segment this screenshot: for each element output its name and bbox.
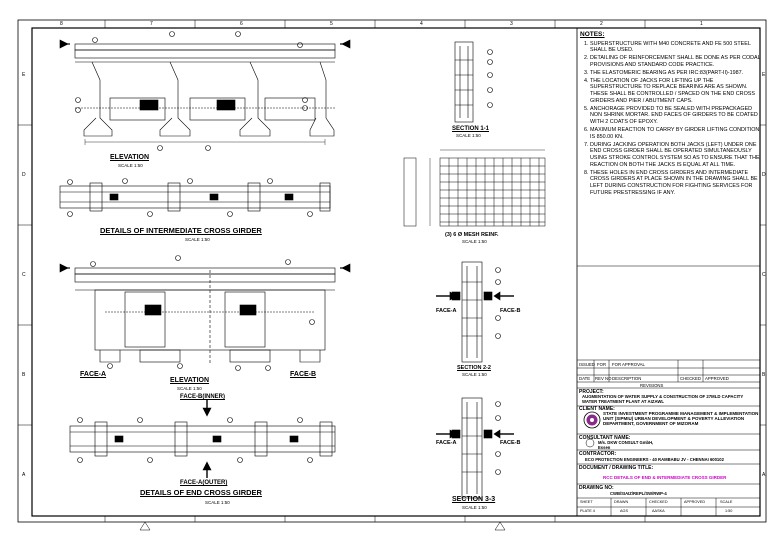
face-a-left-label: FACE-A	[80, 371, 107, 378]
issued-for: FOR APPROVAL	[612, 362, 645, 367]
grid-number: 2	[600, 21, 603, 27]
face-b-inner-label: FACE-B(INNER)	[180, 394, 225, 400]
client-label: CLIENT NAME:	[579, 406, 615, 412]
note-item: MAXIMUM REACTION TO CARRY BY GIRDER LIFT…	[590, 127, 762, 140]
section-3-face-b: FACE-B	[500, 440, 521, 446]
contractor-text: ECO PROTECTION ENGINEERS - 40 RAMBABU JV…	[585, 457, 724, 462]
section-2-2-scale: SCALE 1:50	[462, 372, 487, 377]
note-item: DETAILING OF REINFORCEMENT SHALL BE DONE…	[590, 55, 762, 68]
notes-heading: NOTES:	[580, 31, 605, 38]
grid-letter: E	[762, 72, 766, 78]
rev-row-label-for: FOR	[597, 362, 607, 367]
rev-header-description: DESCRIPTION	[612, 376, 642, 381]
section-1-1-title: SECTION 1-1	[452, 126, 490, 132]
note-item: THESE HOLES IN END CROSS GIRDERS AND INT…	[590, 170, 762, 197]
drawing-no-label: DRAWING NO:	[579, 485, 614, 491]
rev-header-date: DATE	[579, 376, 591, 381]
grid-letter: A	[762, 472, 766, 478]
client-logo	[583, 411, 601, 429]
footer-value-checked: AASKA	[652, 509, 665, 513]
project-text: AUGMENTATION OF WATER SUPPLY & CONSTRUCT…	[582, 394, 744, 404]
section-1-1-scale: SCALE 1:50	[456, 133, 481, 138]
footer-value-scale: 1:50	[725, 509, 733, 513]
end-cross-girder-scale: SCALE 1:50	[205, 500, 230, 505]
footer-header-checked: CHECKED	[649, 500, 668, 504]
elevation-bottom-scale: SCALE 1:50	[177, 386, 202, 391]
section-1-1	[454, 41, 493, 123]
grid-number: 5	[330, 21, 333, 27]
note-item: THE LOCATION OF JACKS FOR LIFTING UP THE…	[590, 78, 762, 105]
intermediate-cross-girder-scale: SCALE 1:50	[185, 237, 210, 242]
intermediate-cross-girder-title: DETAILS OF INTERMEDIATE CROSS GIRDER	[100, 226, 262, 235]
rev-header-approved: APPROVED	[705, 376, 729, 381]
document-title: RCC DETAILS OF END & INTERMEDIATE CROSS …	[603, 475, 727, 480]
section-3-3	[436, 397, 514, 499]
notes-list: SUPERSTRUCTURE WITH M40 CONCRETE AND FE …	[580, 41, 762, 197]
grid-letter: B	[22, 372, 26, 378]
grid-number: 8	[60, 21, 63, 27]
mesh-title: (3) 6 Ø MESH REINF.	[445, 232, 499, 238]
contractor-label: CONTRACTOR:	[579, 451, 617, 457]
section-2-face-b: FACE-B	[500, 308, 521, 314]
face-b-right-label: FACE-B	[290, 371, 317, 378]
grid-letter: E	[22, 72, 26, 78]
general-notes: NOTES: SUPERSTRUCTURE WITH M40 CONCRETE …	[580, 31, 762, 198]
grid-number: 6	[240, 21, 243, 27]
elevation-top-scale: SCALE 1:50	[118, 163, 143, 168]
grid-number: 4	[420, 21, 423, 27]
section-3-3-scale: SCALE 1:50	[462, 505, 487, 510]
top-elevation-view	[59, 31, 351, 151]
consultant-label: CONSULTANT NAME:	[579, 435, 631, 441]
revisions-label: REVISIONS	[640, 383, 664, 388]
project-label: PROJECT:	[579, 389, 604, 395]
section-3-3-title: SECTION 3-3	[452, 496, 496, 503]
grid-letter: D	[762, 172, 766, 178]
section-2-2-title: SECTION 2-2	[457, 365, 491, 371]
footer-header-approved: APPROVED	[684, 500, 706, 504]
grid-letter: C	[22, 272, 26, 278]
document-title-label: DOCUMENT / DRAWING TITLE:	[579, 465, 654, 471]
grid-letter: D	[22, 172, 26, 178]
section-2-2	[436, 261, 514, 363]
consultant-text: M/s. DKW CONSULT GmbH, Essen	[598, 440, 654, 450]
note-item: DURING JACKING OPERATION BOTH JACKS (LEF…	[590, 142, 762, 169]
rev-row-label-issued: ISSUED	[579, 362, 595, 367]
grid-letter: A	[22, 472, 26, 478]
end-cross-girder-detail	[69, 400, 336, 478]
title-block-grid	[577, 360, 760, 516]
footer-value-sheet: PLATE 4	[580, 509, 595, 513]
mesh-reinforcement	[403, 149, 546, 227]
client-text: STATE INVESTMENT PROGRAMME MANAGEMENT & …	[603, 411, 759, 426]
end-cross-girder-title: DETAILS OF END CROSS GIRDER	[140, 488, 262, 497]
grid-letter: C	[762, 272, 766, 278]
elevation-bottom-title: ELEVATION	[170, 377, 210, 384]
sheet-grid-ticks	[18, 20, 766, 522]
bottom-elevation-view	[59, 255, 351, 371]
grid-number: 3	[510, 21, 513, 27]
rev-header-checked: CHECKED	[680, 376, 702, 381]
footer-header-scale: SCALE	[720, 500, 733, 504]
grid-number: 7	[150, 21, 153, 27]
section-2-face-a: FACE-A	[436, 308, 457, 314]
grid-letter: B	[762, 372, 766, 378]
note-item: SUPERSTRUCTURE WITH M40 CONCRETE AND FE …	[590, 41, 762, 54]
elevation-top-title: ELEVATION	[110, 154, 150, 161]
footer-header-drawn: DRAWN	[614, 500, 629, 504]
intermediate-cross-girder-detail	[59, 178, 331, 217]
face-a-outer-label: FACE-A(OUTER)	[180, 480, 228, 486]
footer-header-sheet: SHEET	[580, 500, 593, 504]
mesh-scale: SCALE 1:50	[462, 239, 487, 244]
note-item: ANCHORAGE PROVIDED TO BE SEALED WITH PRE…	[590, 106, 762, 126]
rev-header-revno: REV NO	[595, 376, 612, 381]
consultant-logo	[585, 438, 595, 448]
drawing-no: CWB/SIAIZ/REPL/SW/RWP-4	[610, 491, 667, 496]
section-3-face-a: FACE-A	[436, 440, 457, 446]
grid-number: 1	[700, 21, 703, 27]
footer-value-drawn: AGS	[620, 509, 629, 513]
note-item: THE ELASTOMERIC BEARING AS PER IRC:83(PA…	[590, 70, 762, 77]
